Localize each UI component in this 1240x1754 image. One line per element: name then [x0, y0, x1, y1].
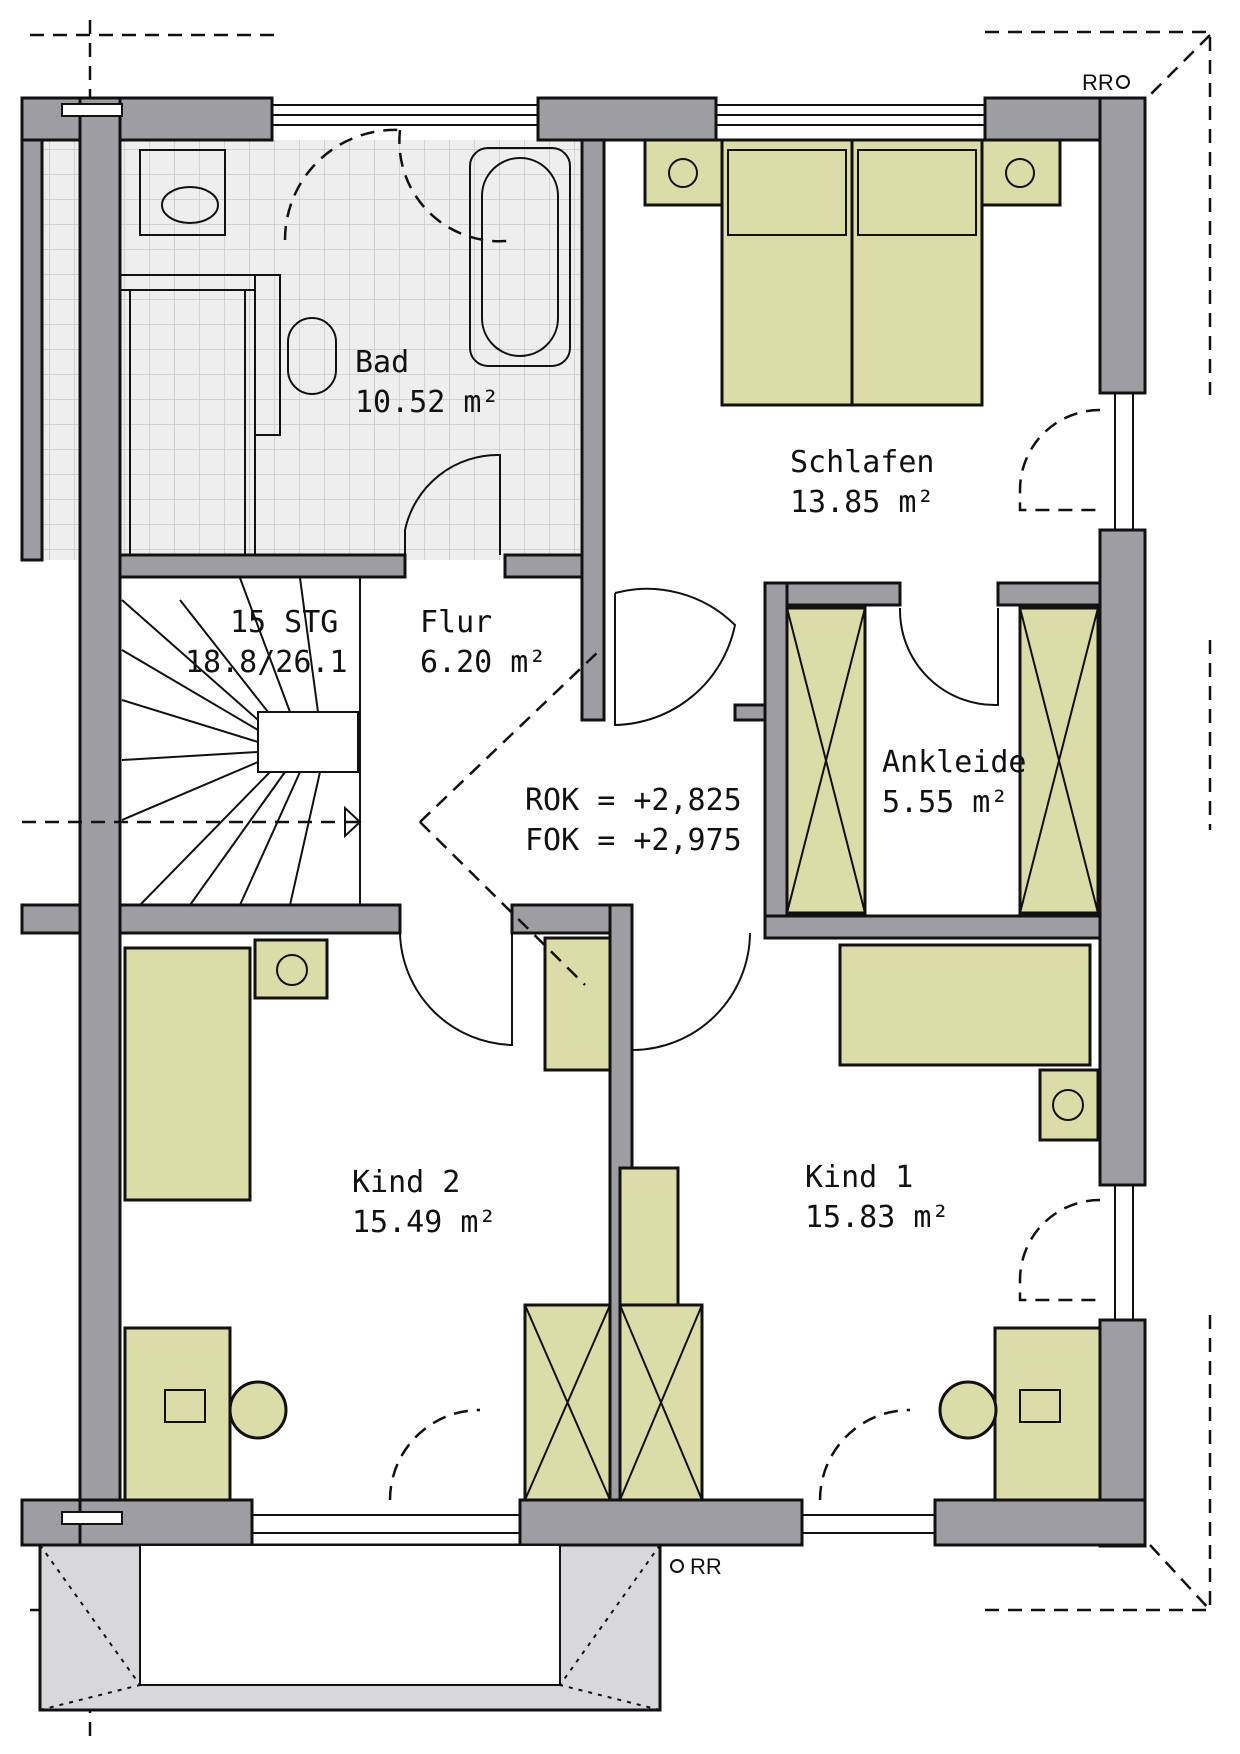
room-area-bad: 10.52 m²	[355, 385, 500, 420]
room-area-schlafen: 13.85 m²	[790, 485, 935, 520]
rr-marker-top: RR	[1082, 70, 1114, 95]
rr-marker-bottom: RR	[690, 1554, 722, 1579]
room-area-flur: 6.20 m²	[420, 645, 546, 680]
room-name-kind2: Kind 2	[352, 1165, 460, 1200]
rr-bottom-icon	[670, 1559, 684, 1573]
room-name-kind1: Kind 1	[805, 1160, 913, 1195]
rr-top-icon	[1116, 75, 1130, 89]
room-area-kind2: 15.49 m²	[352, 1205, 497, 1240]
bed-double	[643, 138, 1062, 407]
doors	[283, 128, 1101, 1501]
labels: Bad 10.52 m² Schlafen 13.85 m² Flur 6.20…	[185, 70, 1130, 1579]
room-name-schlafen: Schlafen	[790, 445, 935, 480]
room-name-bad: Bad	[355, 345, 409, 380]
bath-fixtures	[119, 147, 571, 556]
staircase	[22, 576, 362, 906]
kids-furniture	[123, 938, 1102, 1502]
room-area-ankleide: 5.55 m²	[882, 785, 1008, 820]
stairs-ratio: 18.8/26.1	[185, 645, 348, 680]
level-fok: FOK = +2,975	[525, 823, 742, 858]
stairs-steps: 15 STG	[230, 605, 338, 640]
room-name-flur: Flur	[420, 605, 492, 640]
wardrobes	[523, 606, 1100, 1502]
room-name-ankleide: Ankleide	[882, 745, 1027, 780]
balcony	[38, 1543, 662, 1712]
room-area-kind1: 15.83 m²	[805, 1200, 950, 1235]
hall-dashes	[419, 649, 601, 986]
level-rok: ROK = +2,825	[525, 783, 742, 818]
bathroom-floor	[120, 140, 580, 560]
windows	[61, 103, 1134, 1534]
